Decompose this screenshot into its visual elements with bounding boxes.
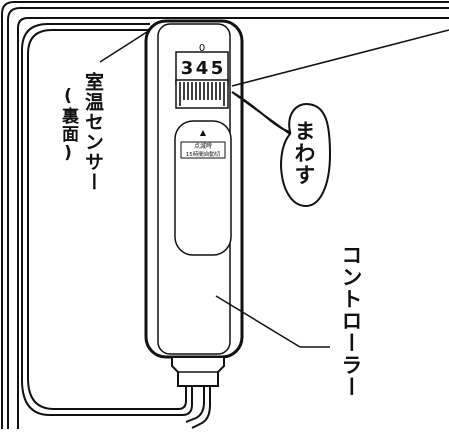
timer-note-box [180,141,226,159]
dial-digit-1: 3 [181,58,194,79]
dial-digit-3: 5 [211,58,224,79]
room-sensor-label: 室温センサー [82,72,104,192]
leader-lines [99,29,449,348]
dial-top-mark: 0 [199,43,205,54]
controller-label: コントローラー [339,244,363,398]
dial-drum[interactable] [175,79,229,109]
panel-line1: 点滅時 [194,142,212,150]
panel-line2: 15時間自動切 [186,150,221,158]
turn-label: まわす [292,120,316,186]
dial-digit-2: 4 [196,58,209,79]
controller-body [144,19,244,387]
control-panel [174,120,232,256]
power-cord [21,23,211,429]
room-sensor-sublabel: (裏面) [58,86,78,164]
turn-callout [231,91,332,208]
dial-window [175,51,229,85]
panel-arrow: ▲ [200,128,207,137]
